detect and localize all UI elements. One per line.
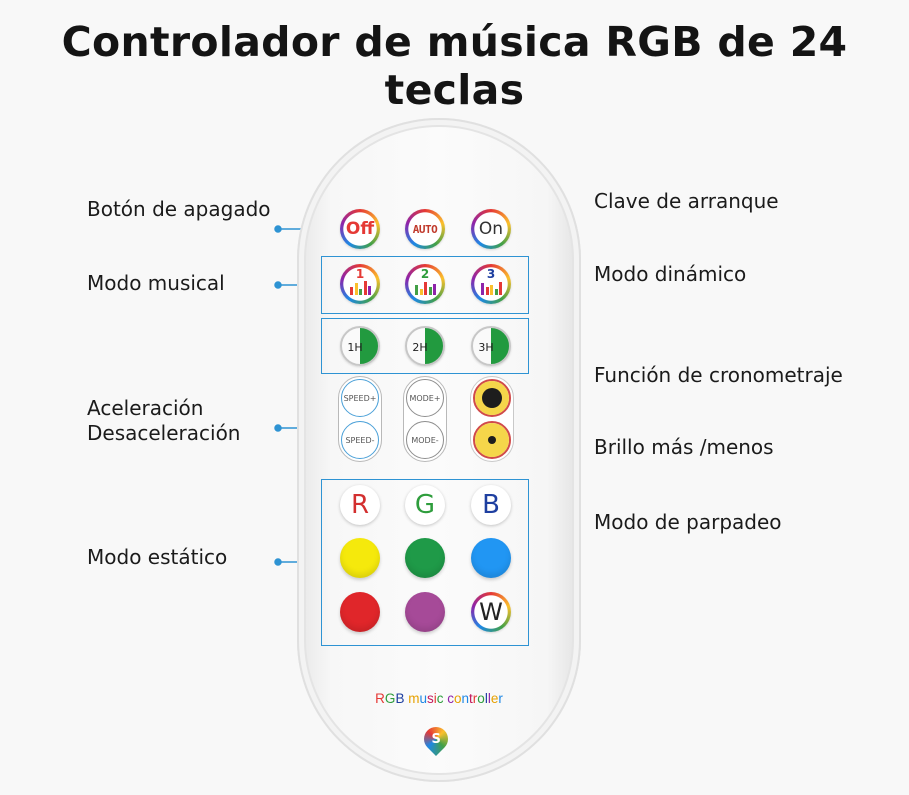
blue-color-button[interactable]: [471, 538, 511, 578]
brand-letter: t: [469, 691, 473, 706]
music-2-button[interactable]: 2: [405, 264, 445, 304]
equalizer-icon: [415, 282, 436, 295]
brand-text: RGB music controller: [297, 691, 581, 706]
brand-letter: r: [472, 691, 478, 706]
static-mode-group: [321, 479, 529, 646]
mode-minus-label: MODE-: [411, 435, 439, 445]
brightness-plus-button[interactable]: [473, 379, 511, 417]
brightness-minus-button[interactable]: [473, 421, 511, 459]
music-3-button[interactable]: 3: [471, 264, 511, 304]
red-color-button[interactable]: [340, 592, 380, 632]
brand-letter: G: [384, 691, 396, 706]
brand-letter: l: [487, 691, 491, 706]
on-label: On: [478, 219, 504, 239]
brand-letter: o: [454, 691, 462, 706]
green-letter: G: [414, 490, 436, 520]
timer-1h-label: 1H: [347, 341, 363, 354]
auto-button[interactable]: AUTO: [405, 209, 445, 249]
speed-minus-button[interactable]: SPEED-: [341, 421, 379, 459]
speed-plus-label: SPEED+: [343, 393, 377, 403]
purple-color-button[interactable]: [405, 592, 445, 632]
timer-group: [321, 318, 529, 374]
brand-letter: c: [436, 691, 444, 706]
speed-minus-label: SPEED-: [345, 435, 375, 445]
page-title: Controlador de música RGB de 24 teclas: [61, 18, 848, 114]
off-button[interactable]: Off: [340, 209, 380, 249]
blue-letter: B: [482, 490, 500, 520]
label-static-mode: Modo estático: [87, 545, 228, 569]
mode-minus-button[interactable]: MODE-: [406, 421, 444, 459]
timer-1h-button[interactable]: 1H: [340, 326, 380, 366]
label-power-off: Botón de apagado: [87, 197, 271, 221]
mode-control: MODE+ MODE-: [403, 376, 447, 462]
speed-plus-button[interactable]: SPEED+: [341, 379, 379, 417]
mode-plus-label: MODE+: [409, 393, 441, 403]
brand-letter: i: [433, 691, 437, 706]
white-button[interactable]: W: [471, 592, 511, 632]
mode-plus-button[interactable]: MODE+: [406, 379, 444, 417]
music-1-button[interactable]: 1: [340, 264, 380, 304]
white-letter: W: [479, 598, 503, 626]
brightness-control: [470, 376, 514, 462]
yellow-color-button[interactable]: [340, 538, 380, 578]
music-2-number: 2: [420, 267, 430, 281]
timer-2h-label: 2H: [412, 341, 428, 354]
label-music-mode: Modo musical: [87, 271, 225, 295]
brand-letter: n: [461, 691, 470, 706]
red-letter: R: [350, 490, 370, 520]
label-dynamic-mode: Modo dinámico: [594, 262, 747, 286]
brand-letter: u: [419, 691, 427, 706]
music-3-number: 3: [486, 267, 496, 281]
green-button[interactable]: G: [405, 485, 445, 525]
brand-letter: r: [498, 691, 503, 706]
brand-letter: o: [477, 691, 485, 706]
brand-logo-letter: S: [431, 731, 441, 747]
brand-letter: R: [375, 691, 385, 706]
brand-letter: B: [395, 691, 405, 706]
green-color-button[interactable]: [405, 538, 445, 578]
label-start-key: Clave de arranque: [594, 189, 779, 213]
auto-label: AUTO: [412, 222, 438, 236]
brand-letter: m: [408, 691, 420, 706]
timer-3h-button[interactable]: 3H: [471, 326, 511, 366]
label-speed-up: Aceleración: [87, 396, 204, 420]
speed-control: SPEED+ SPEED-: [338, 376, 382, 462]
brand-letter: c: [447, 691, 454, 706]
equalizer-icon: [350, 281, 371, 295]
red-button[interactable]: R: [340, 485, 380, 525]
equalizer-icon: [481, 282, 502, 295]
brand-letter: l: [484, 691, 488, 706]
timer-2h-button[interactable]: 2H: [405, 326, 445, 366]
timer-3h-label: 3H: [478, 341, 494, 354]
label-brightness: Brillo más /menos: [594, 435, 774, 459]
music-1-number: 1: [355, 267, 365, 281]
sun-small-icon: [475, 423, 509, 457]
label-timer-function: Función de cronometraje: [594, 363, 843, 387]
brand-letter: e: [490, 691, 499, 706]
brand-letter: s: [426, 691, 434, 706]
sun-large-icon: [475, 381, 509, 415]
label-speed-down: Desaceleración: [87, 421, 241, 445]
music-mode-group: [321, 256, 529, 314]
off-label: Off: [345, 219, 375, 239]
blue-button[interactable]: B: [471, 485, 511, 525]
label-flash-mode: Modo de parpadeo: [594, 510, 782, 534]
on-button[interactable]: On: [471, 209, 511, 249]
